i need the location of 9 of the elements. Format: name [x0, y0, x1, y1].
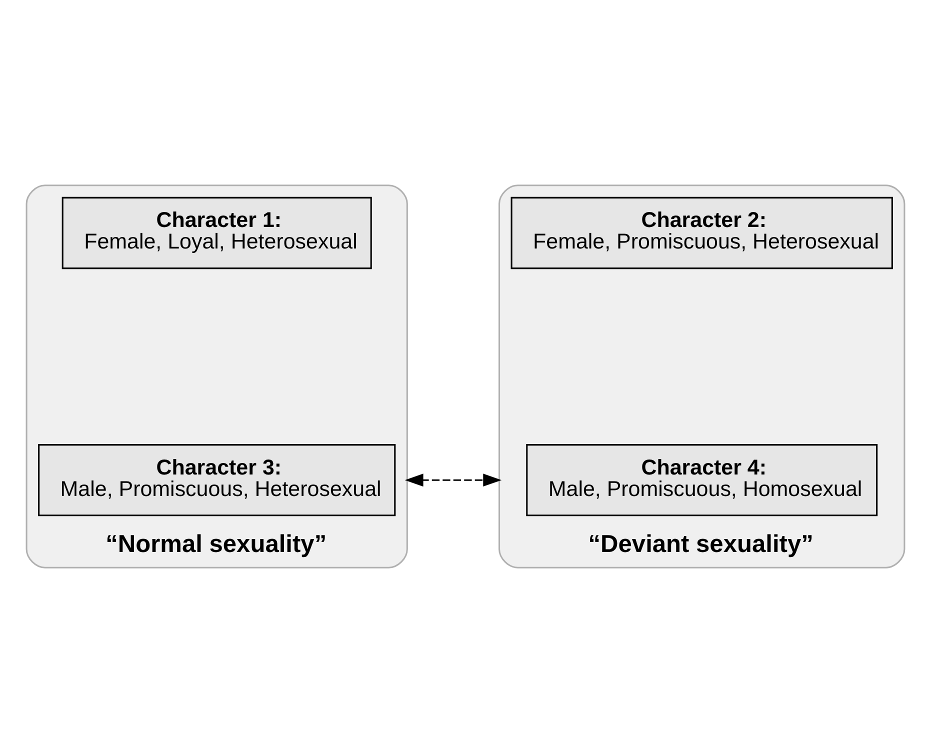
node-box: Character 1: Female, Loyal, Heterosexual — [62, 196, 372, 270]
cluster — [26, 184, 408, 568]
node-box: Character 4: Male, Promiscuous, Homosexual — [526, 444, 878, 516]
cluster — [498, 184, 906, 568]
node-box: Character 2: Female, Promiscuous, Heterosexual — [510, 196, 893, 270]
node-label: “Deviant sexuality” — [588, 530, 814, 558]
node-label: “Normal sexuality” — [106, 530, 327, 558]
arrow — [404, 474, 502, 487]
node-box: Character 3: Male, Promiscuous, Heterosexual — [38, 444, 396, 516]
